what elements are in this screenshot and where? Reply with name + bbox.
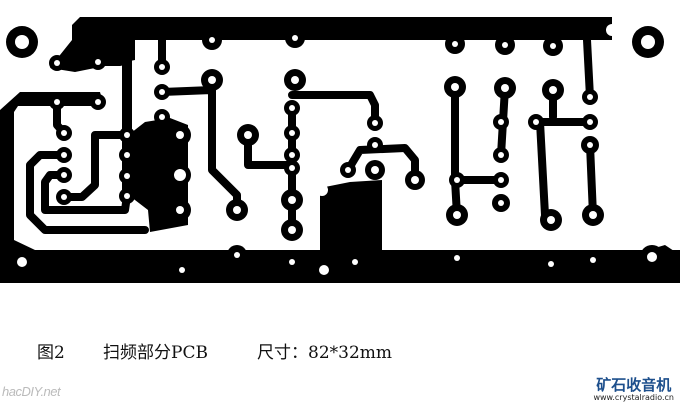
drill-hole [209,37,215,43]
drill-hole [54,99,60,105]
board-size: 尺寸：82*32mm [257,343,393,363]
drill-hole [61,130,67,136]
drill-hole [233,206,241,214]
drill-hole [61,172,67,178]
drill-hole [549,86,557,94]
drill-hole [498,200,504,206]
drill-hole [590,257,596,263]
drill-hole [454,177,460,183]
figure-label: 图2 [37,343,65,363]
drill-hole [54,60,60,66]
drill-hole [589,211,597,219]
drill-hole [244,131,252,139]
drill-hole [288,196,296,204]
drill-hole [95,59,101,65]
drill-hole [208,76,216,84]
drill-hole [550,43,556,49]
drill-hole [498,152,504,158]
drill-hole [316,184,328,196]
drill-hole [176,131,184,139]
pcb-layout [0,17,680,283]
watermark-brand: 矿石收音机 [596,376,672,394]
drill-hole [61,194,67,200]
drill-hole [15,35,29,49]
drill-hole [159,114,165,120]
drill-hole [641,35,655,49]
drill-hole [501,84,509,92]
drill-hole [291,76,299,84]
drill-hole [352,259,358,265]
drill-hole [372,120,378,126]
drill-hole [61,152,67,158]
watermark-right: 矿石收音机 www.crystalradio.cn [593,377,674,403]
drill-hole [288,226,296,234]
drill-hole [606,24,618,36]
pads [6,24,664,275]
drill-hole [319,265,329,275]
drill-hole [174,169,186,181]
drill-hole [498,177,504,183]
drill-hole [159,89,165,95]
drill-hole [587,94,593,100]
drill-hole [124,173,130,179]
drill-hole [234,252,240,258]
watermark-url: www.crystalradio.cn [593,393,674,402]
drill-hole [372,142,378,148]
drill-hole [289,130,295,136]
drill-hole [587,142,593,148]
figure-title: 扫频部分PCB [103,343,208,363]
drill-hole [17,257,27,267]
drill-hole [289,165,295,171]
drill-hole [289,105,295,111]
drill-hole [647,252,657,262]
drill-hole [292,35,298,41]
drill-hole [452,41,458,47]
drill-hole [411,176,419,184]
watermark-left: hacDIY.net [2,384,61,399]
drill-hole [179,267,185,273]
drill-hole [124,193,130,199]
drill-hole [124,132,130,138]
drill-hole [371,166,379,174]
drill-hole [533,119,539,125]
drill-hole [502,42,508,48]
drill-hole [95,99,101,105]
drill-hole [498,119,504,125]
drill-hole [345,167,351,173]
drill-hole [176,206,184,214]
drill-hole [289,259,295,265]
drill-hole [451,83,459,91]
drill-hole [548,261,554,267]
drill-hole [159,64,165,70]
drill-hole [453,211,461,219]
drill-hole [587,119,593,125]
drill-hole [124,152,130,158]
drill-hole [454,255,460,261]
drill-hole [289,152,295,158]
drill-hole [547,216,555,224]
